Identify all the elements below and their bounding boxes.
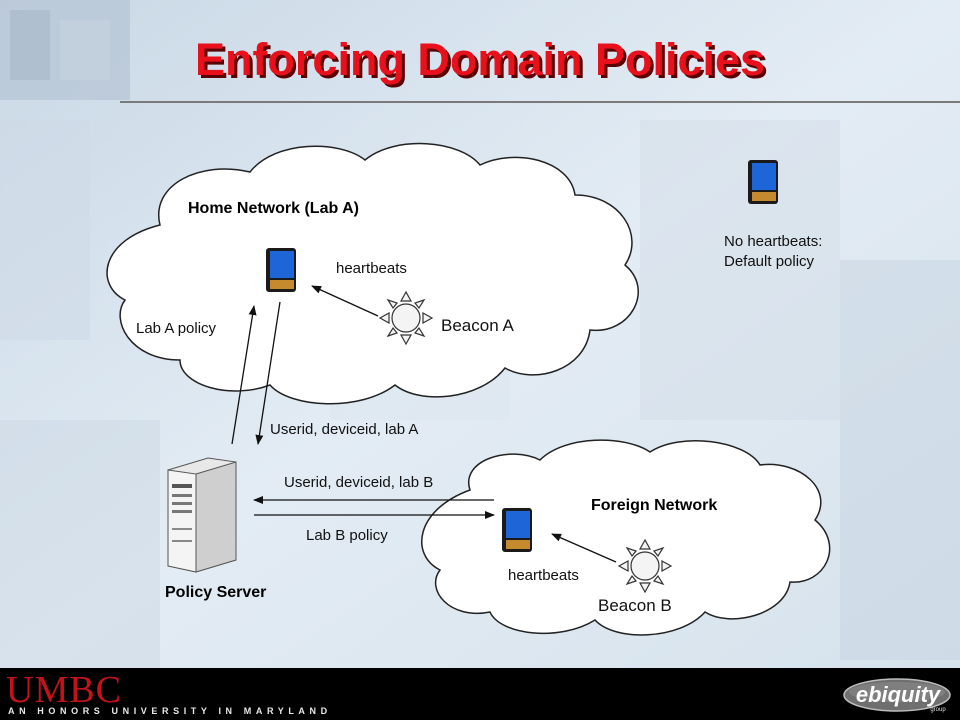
heartbeats-a-label: heartbeats xyxy=(336,260,407,277)
beacon-b-sun-icon xyxy=(617,538,673,594)
network-diagram: Home Network (Lab A) heartbeats Beacon A… xyxy=(106,142,831,636)
heartbeat-arrow-a xyxy=(311,285,379,317)
no-heartbeats-line2: Default policy xyxy=(724,253,815,270)
pda-device-roaming-icon xyxy=(748,160,778,204)
home-network-label: Home Network (Lab A) xyxy=(188,200,359,217)
beacon-a-sun-icon xyxy=(378,290,434,346)
heartbeats-b-label: heartbeats xyxy=(508,567,579,584)
title-divider xyxy=(120,101,960,103)
lab-a-policy-arrow xyxy=(231,305,257,445)
beacon-a-label: Beacon A xyxy=(441,316,514,335)
umbc-tagline: AN HONORS UNIVERSITY IN MARYLAND xyxy=(8,706,332,716)
userid-lab-a-arrow xyxy=(255,301,281,445)
ebiquity-logo: ebiquity group xyxy=(843,678,951,713)
userid-lab-a-label: Userid, deviceid, lab A xyxy=(270,421,418,438)
slide-title: Enforcing Domain Policies xyxy=(194,34,766,85)
pda-device-foreign-icon xyxy=(502,508,532,552)
ebiquity-logo-text: ebiquity xyxy=(856,682,942,707)
userid-lab-b-label: Userid, deviceid, lab B xyxy=(284,474,433,491)
beacon-b-label: Beacon B xyxy=(598,596,672,615)
background-photo xyxy=(0,0,960,668)
heartbeat-arrow-b xyxy=(551,533,617,563)
policy-server-icon xyxy=(167,457,237,573)
no-heartbeats-line1: No heartbeats: xyxy=(724,233,822,250)
foreign-network-cloud xyxy=(421,439,831,636)
ebiquity-logo-subtext: group xyxy=(930,707,946,713)
umbc-logo: UMBC xyxy=(6,669,122,711)
lab-b-policy-label: Lab B policy xyxy=(306,527,388,544)
home-network-cloud xyxy=(106,142,639,405)
lab-a-policy-label: Lab A policy xyxy=(136,320,217,337)
foreign-network-label: Foreign Network xyxy=(591,497,717,514)
footer-bar: UMBC AN HONORS UNIVERSITY IN MARYLAND eb… xyxy=(0,668,960,720)
policy-server-label: Policy Server xyxy=(165,584,266,601)
pda-device-home-icon xyxy=(266,248,296,292)
